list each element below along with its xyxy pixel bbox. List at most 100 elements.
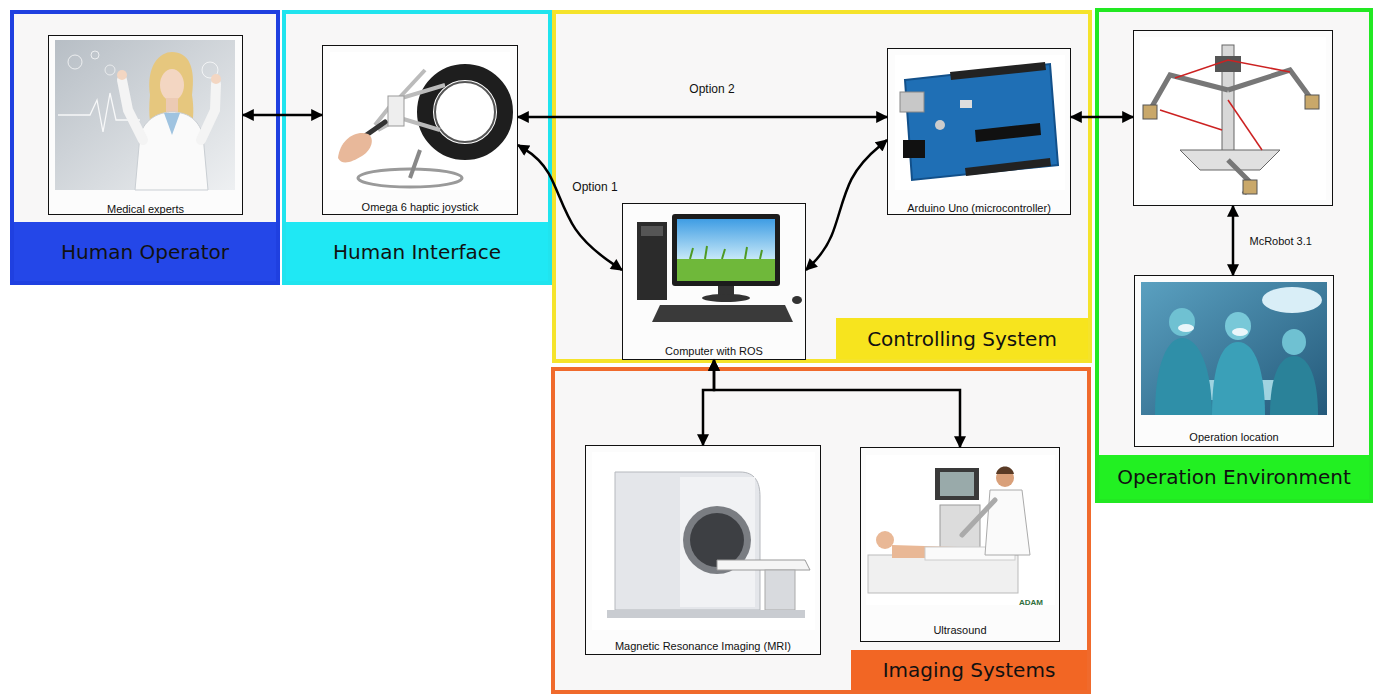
medical-expert-illustration xyxy=(105,65,115,75)
operating-room-illustration xyxy=(1212,342,1265,415)
haptic-joystick-illustration xyxy=(388,96,404,126)
mri-scanner-illustration xyxy=(690,513,744,567)
connector-arrow xyxy=(703,360,714,445)
group-heading: Operation Environment xyxy=(1117,465,1351,489)
medical-expert-illustration xyxy=(122,80,143,140)
operating-room-illustration xyxy=(1270,356,1318,415)
medical-expert-illustration xyxy=(55,40,235,190)
mri-scanner-illustration xyxy=(592,452,815,630)
group-heading: Human Interface xyxy=(333,240,501,264)
haptic-joystick-illustration xyxy=(425,72,505,152)
label-band: Controlling System xyxy=(836,318,1088,359)
arduino-illustration xyxy=(905,64,1058,180)
arduino-illustration xyxy=(895,55,1065,190)
haptic-joystick-illustration xyxy=(345,122,385,150)
image-box: Medical experts xyxy=(48,35,243,215)
arduino-illustration xyxy=(965,158,1051,176)
haptic-joystick-illustration xyxy=(410,150,420,178)
ultrasound-illustration xyxy=(996,467,1014,475)
computer-illustration xyxy=(652,305,793,322)
operating-room-illustration xyxy=(1141,282,1327,415)
arduino-illustration xyxy=(950,62,1046,80)
computer-illustration xyxy=(637,222,667,300)
group-heading: Human Operator xyxy=(61,240,229,264)
caption-area: Arduino Uno (microcontroller) xyxy=(888,198,1070,216)
ultrasound-illustration xyxy=(985,490,1030,555)
ultrasound-illustration xyxy=(892,545,990,558)
robot-illustration xyxy=(1215,56,1241,72)
haptic-joystick-illustration xyxy=(375,85,445,125)
edge-label: Option 1 xyxy=(570,180,619,195)
image-caption: Omega 6 haptic joystick xyxy=(362,200,479,214)
ultrasound-illustration xyxy=(866,455,1055,605)
medical-expert-illustration xyxy=(166,98,178,112)
image-caption: Arduino Uno (microcontroller) xyxy=(907,201,1051,215)
watermark: ADAM xyxy=(1019,598,1043,608)
medical-expert-illustration xyxy=(164,113,180,135)
robot-illustration xyxy=(1228,70,1312,100)
edge-label-holder: Option 2 xyxy=(687,79,736,97)
robot-illustration xyxy=(1140,37,1326,200)
medical-expert-illustration xyxy=(201,84,216,140)
ultrasound-illustration xyxy=(940,472,974,496)
ultrasound-illustration xyxy=(996,469,1014,487)
image-caption: Magnetic Resonance Imaging (MRI) xyxy=(615,639,791,653)
operating-room-illustration xyxy=(1190,380,1300,400)
ultrasound-illustration xyxy=(962,500,995,535)
computer-illustration xyxy=(718,286,734,296)
connector-arrow xyxy=(1071,116,1133,119)
image-box: Computer with ROS xyxy=(622,203,806,360)
caption-area: McRobot 3.1 xyxy=(1250,231,1312,249)
medical-expert-illustration xyxy=(160,69,184,101)
watermark-holder: ADAM xyxy=(1019,591,1043,609)
group-region: Omega 6 haptic joystickHuman Interface xyxy=(282,10,552,285)
robot-illustration xyxy=(1222,45,1234,165)
computer-illustration xyxy=(677,219,775,259)
image-box: Magnetic Resonance Imaging (MRI) xyxy=(585,445,821,655)
operating-room-illustration xyxy=(1141,282,1327,415)
robot-illustration xyxy=(1143,105,1157,119)
medical-expert-illustration xyxy=(135,112,208,190)
ultrasound-illustration xyxy=(935,468,979,500)
operating-room-illustration xyxy=(1232,328,1248,336)
haptic-joystick-illustration xyxy=(378,118,440,130)
operating-room-illustration xyxy=(1225,312,1251,340)
connector-arrow xyxy=(518,116,887,119)
computer-illustration xyxy=(792,296,802,304)
group-region: McRobot 3.1Operation locationOperation E… xyxy=(1095,8,1373,503)
computer-illustration xyxy=(672,214,780,286)
caption-area: Operation location xyxy=(1135,427,1333,445)
arduino-illustration xyxy=(960,100,972,108)
medical-expert-illustration xyxy=(202,62,218,78)
haptic-joystick-illustration xyxy=(435,82,495,142)
edge-label-holder: Option 1 xyxy=(570,177,619,195)
group-region: Medical expertsHuman Operator xyxy=(10,10,280,285)
group-heading: Controlling System xyxy=(867,327,1057,351)
computer-illustration xyxy=(641,226,663,236)
ultrasound-illustration xyxy=(876,531,894,549)
robot-illustration xyxy=(1180,150,1280,170)
medical-expert-illustration xyxy=(149,52,193,140)
computer-illustration xyxy=(677,259,775,281)
robot-illustration xyxy=(1243,180,1257,194)
ultrasound-illustration xyxy=(866,455,1055,605)
label-band: Human Interface xyxy=(286,222,548,281)
caption-area: Medical experts xyxy=(49,199,242,217)
robot-illustration xyxy=(1305,95,1319,109)
image-box: Operation location xyxy=(1134,275,1334,447)
label-band: Human Operator xyxy=(14,222,276,281)
medical-expert-illustration xyxy=(91,51,99,59)
mri-scanner-illustration xyxy=(765,570,795,610)
image-box: Ultrasound xyxy=(860,447,1060,642)
medical-expert-illustration xyxy=(68,55,82,69)
group-region: Arduino Uno (microcontroller) Computer wi… xyxy=(552,10,1092,363)
image-caption: Operation location xyxy=(1189,430,1278,444)
image-caption: Ultrasound xyxy=(933,623,986,637)
label-band: Operation Environment xyxy=(1099,455,1369,499)
image-box: McRobot 3.1 xyxy=(1133,30,1333,206)
haptic-joystick-illustration xyxy=(330,52,510,190)
ultrasound-illustration xyxy=(925,547,1015,560)
connector-arrow xyxy=(806,140,887,270)
